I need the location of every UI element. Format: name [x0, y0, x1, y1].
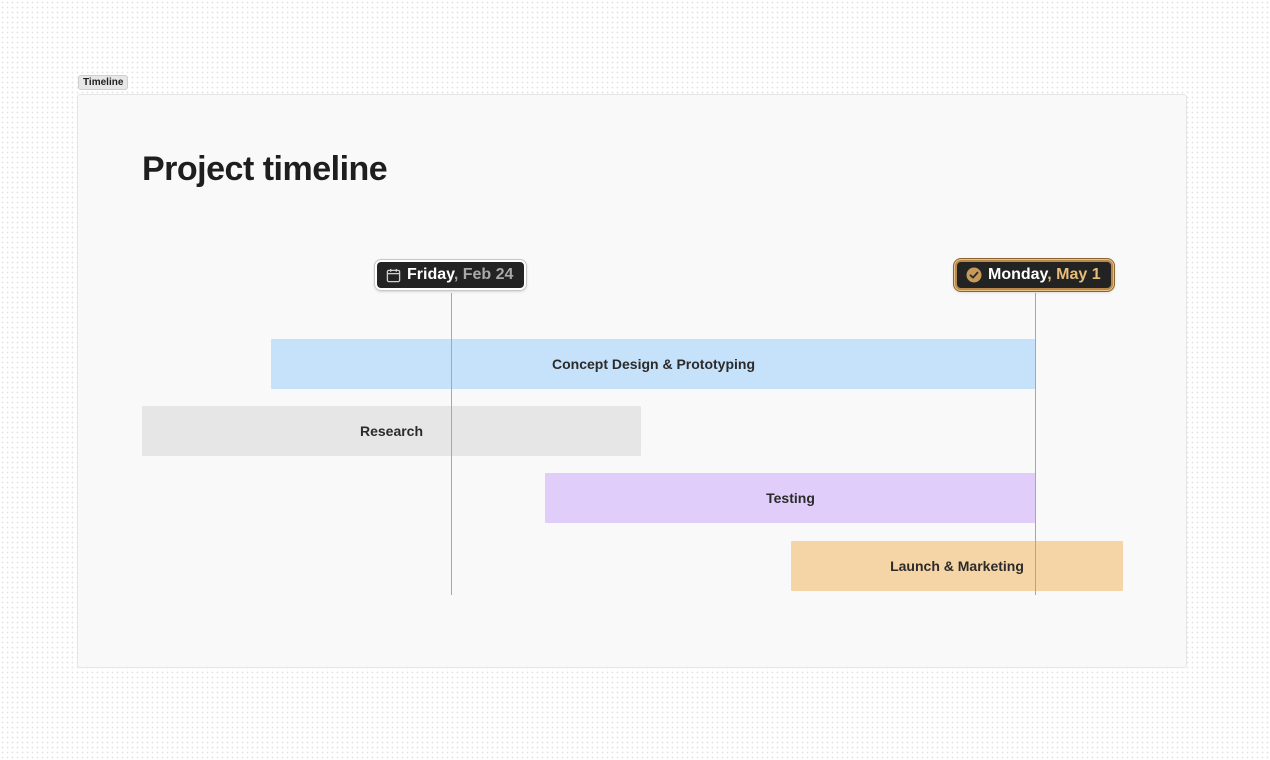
frame-label[interactable]: Timeline: [78, 75, 129, 90]
marker-line-end: [1035, 293, 1036, 595]
marker-date: Feb 24: [462, 266, 514, 283]
task-label: Testing: [766, 490, 815, 506]
task-bar-research[interactable]: Research: [142, 406, 641, 456]
page-title: Project timeline: [142, 150, 388, 188]
task-label: Concept Design & Prototyping: [552, 356, 755, 372]
date-marker-end[interactable]: Monday, May 1: [955, 260, 1113, 290]
date-marker-start[interactable]: Friday, Feb 24: [375, 260, 526, 290]
check-circle-icon: [966, 267, 982, 283]
timeline-frame: Project timeline Concept Design & Protot…: [77, 94, 1187, 668]
calendar-icon: [386, 268, 401, 283]
task-bar-testing[interactable]: Testing: [545, 473, 1036, 523]
marker-weekday: Monday: [988, 266, 1048, 283]
marker-date: May 1: [1056, 266, 1101, 283]
task-label: Research: [359, 423, 424, 439]
marker-weekday: Friday: [407, 266, 454, 283]
marker-separator: ,: [1047, 266, 1052, 283]
marker-separator: ,: [453, 266, 459, 283]
task-label: Launch & Marketing: [890, 558, 1024, 574]
marker-line-start: [451, 293, 452, 595]
task-bar-launch-marketing[interactable]: Launch & Marketing: [791, 541, 1123, 591]
task-bar-concept-design[interactable]: Concept Design & Prototyping: [271, 339, 1036, 389]
